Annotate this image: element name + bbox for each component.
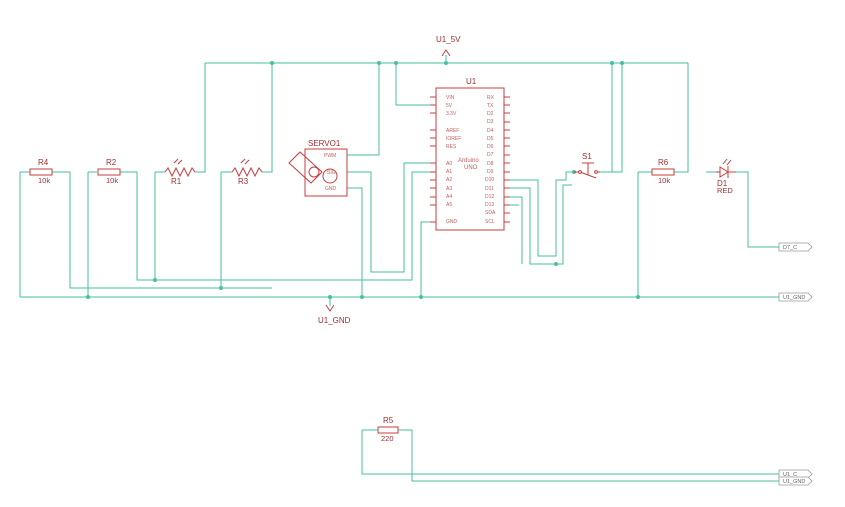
servo-servo1[interactable]: SERVO1 PWM SIG GND — [288, 139, 348, 197]
power-5v-label: U1_5V — [436, 35, 461, 44]
arduino-right-pins: RX TX D2 D3 D4 D5 D6 D7 D8 D9 D10 D11 D1… — [485, 95, 496, 225]
junction-dot — [360, 295, 364, 299]
arduino-u1[interactable]: U1 Arduino UNO VIN 5V 3.3V AREF IOREF RE… — [430, 77, 510, 231]
arduino-left-pin: IOREF — [446, 136, 461, 142]
junction-dot — [219, 286, 223, 290]
junction-dot — [394, 61, 398, 65]
servo-pin-sig: SIG — [327, 170, 336, 176]
r2-ref: R2 — [106, 158, 117, 167]
led-ref: D1 — [717, 179, 728, 188]
arduino-left-pin: 5V — [446, 103, 453, 109]
arduino-left-pin: GND — [446, 219, 458, 225]
arduino-ref: U1 — [466, 77, 477, 86]
arduino-right-pin: D6 — [487, 144, 494, 150]
junction-dot — [86, 295, 90, 299]
arduino-right-pin: TX — [487, 103, 494, 109]
pushbutton-s1[interactable]: S1 — [574, 152, 600, 179]
arduino-right-pin: SCL — [485, 219, 495, 225]
r5-value: 220 — [381, 434, 394, 443]
junction-dot — [444, 61, 448, 65]
power-5v-symbol: U1_5V — [436, 35, 461, 57]
resistor-r2[interactable]: R2 10k — [97, 158, 121, 185]
arduino-right-pin: D9 — [487, 169, 494, 175]
arduino-name-line2: UNO — [464, 165, 478, 171]
resistor-r6[interactable]: R6 10k — [651, 158, 675, 185]
led-value: RED — [717, 186, 733, 195]
flag-d7-label: D7_C — [783, 245, 797, 251]
junction-dot — [554, 262, 558, 266]
r5-ref: R5 — [383, 416, 394, 425]
arduino-left-pin: 3.3V — [446, 111, 457, 117]
resistor-r4[interactable]: R4 10k — [29, 158, 53, 185]
r4-value: 10k — [38, 176, 50, 185]
photoresistor-r1[interactable]: R1 — [164, 158, 196, 186]
arduino-right-pin: D13 — [485, 202, 494, 208]
servo-ref: SERVO1 — [308, 139, 341, 148]
s1-ref: S1 — [582, 152, 592, 161]
arduino-left-pins: VIN 5V 3.3V AREF IOREF RES A0 A1 A2 A3 A… — [446, 95, 461, 225]
arduino-left-pin: AREF — [446, 128, 459, 134]
r2-value: 10k — [106, 176, 118, 185]
r6-ref: R6 — [658, 158, 669, 167]
r6-value: 10k — [658, 176, 670, 185]
arduino-right-pin: D5 — [487, 136, 494, 142]
net-flag-gnd-top[interactable]: U1_GND — [778, 292, 813, 302]
arduino-left-pin: VIN — [446, 95, 455, 101]
arduino-right-pin: D8 — [487, 161, 494, 167]
arduino-right-pin: D12 — [485, 194, 494, 200]
resistor-r5[interactable]: R5 220 — [377, 416, 399, 443]
arduino-left-pin: A5 — [446, 202, 452, 208]
net-flag-d7[interactable]: D7_C — [778, 242, 813, 252]
power-gnd-symbol: U1_GND — [318, 304, 351, 325]
r4-ref: R4 — [38, 158, 49, 167]
junctions — [86, 61, 640, 299]
junction-dot — [153, 278, 157, 282]
junction-dot — [419, 295, 423, 299]
arduino-name-line1: Arduino — [458, 158, 479, 164]
arduino-right-pin: D10 — [485, 177, 494, 183]
net-flag-gnd-bottom[interactable]: U1_GND — [778, 476, 813, 486]
power-gnd-label: U1_GND — [318, 316, 351, 325]
junction-dot — [328, 295, 332, 299]
servo-pin-gnd: GND — [325, 186, 337, 192]
arduino-right-pin: D7 — [487, 152, 494, 158]
wires — [19, 55, 779, 482]
arduino-right-pin: SDA — [485, 210, 496, 216]
flag-d7-bottom-label: U1_C — [783, 472, 797, 478]
arduino-right-pin: RX — [487, 95, 495, 101]
arduino-left-pin: A2 — [446, 177, 452, 183]
r3-ref: R3 — [238, 177, 249, 186]
arduino-right-pin: D11 — [485, 186, 494, 192]
junction-dot — [610, 61, 614, 65]
flag-gnd-bottom-label: U1_GND — [783, 479, 805, 485]
junction-dot — [377, 61, 381, 65]
arduino-right-pin: D3 — [487, 119, 494, 125]
led-d1[interactable]: D1 RED — [716, 158, 736, 195]
arduino-left-pin: A3 — [446, 186, 452, 192]
arduino-left-pin: A4 — [446, 194, 452, 200]
arduino-left-pin: A1 — [446, 169, 452, 175]
arduino-right-pin: D2 — [487, 111, 494, 117]
servo-pin-pwm: PWM — [324, 153, 336, 159]
arduino-left-pin: A0 — [446, 161, 452, 167]
junction-dot — [270, 61, 274, 65]
arduino-left-pin: RES — [446, 144, 457, 150]
photoresistor-r3[interactable]: R3 — [231, 158, 263, 186]
flag-gnd-top-label: U1_GND — [783, 295, 805, 301]
arduino-right-pin: D4 — [487, 128, 494, 134]
r1-ref: R1 — [171, 177, 182, 186]
junction-dot — [636, 295, 640, 299]
junction-dot — [620, 61, 624, 65]
